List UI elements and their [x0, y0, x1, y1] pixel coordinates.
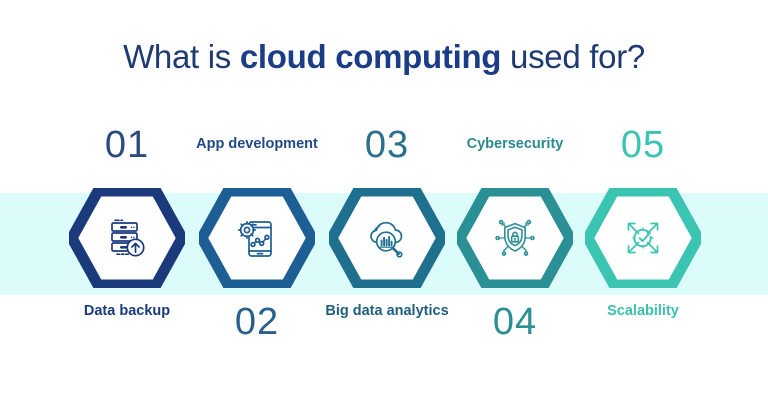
- item-3-number: 03: [364, 124, 410, 166]
- item-5-hexagon[interactable]: [585, 188, 701, 288]
- item-data-backup[interactable]: 01: [62, 110, 192, 360]
- item-1-hexagon[interactable]: [69, 188, 185, 288]
- item-4-bottom-label: 04: [450, 295, 580, 357]
- item-2-number: 02: [234, 301, 280, 343]
- item-3-top-label: 03: [322, 110, 452, 180]
- item-2-bottom-label: 02: [192, 295, 322, 357]
- item-app-development[interactable]: App development: [192, 110, 322, 360]
- item-5-number: 05: [620, 124, 666, 166]
- item-big-data-analytics[interactable]: 03 B: [322, 110, 452, 360]
- item-1-top-label: 01: [62, 110, 192, 180]
- item-5-bottom-label: Scalability: [578, 295, 708, 357]
- page-title-suffix: used for?: [501, 38, 645, 75]
- item-cybersecurity[interactable]: Cybersecurity: [450, 110, 580, 360]
- item-4-hexagon[interactable]: [457, 188, 573, 288]
- item-1-name: Data backup: [83, 303, 171, 319]
- item-4-number: 04: [492, 301, 538, 343]
- item-3-hexagon[interactable]: [329, 188, 445, 288]
- item-2-top-label: App development: [192, 110, 322, 180]
- item-2-name: App development: [196, 136, 318, 153]
- item-2-hexagon[interactable]: [199, 188, 315, 288]
- page-title: What is cloud computing used for?: [0, 38, 768, 76]
- item-1-bottom-label: Data backup: [62, 295, 192, 357]
- item-5-top-label: 05: [578, 110, 708, 180]
- page-title-prefix: What is: [123, 38, 240, 75]
- item-3-name: Big data analytics: [325, 303, 449, 319]
- item-1-number: 01: [104, 124, 150, 166]
- item-4-top-label: Cybersecurity: [450, 110, 580, 180]
- page-title-emphasis: cloud computing: [239, 38, 502, 75]
- item-3-bottom-label: Big data analytics: [322, 295, 452, 357]
- item-4-name: Cybersecurity: [466, 136, 564, 153]
- item-5-name: Scalability: [607, 303, 679, 319]
- item-scalability[interactable]: 05 S: [578, 110, 708, 360]
